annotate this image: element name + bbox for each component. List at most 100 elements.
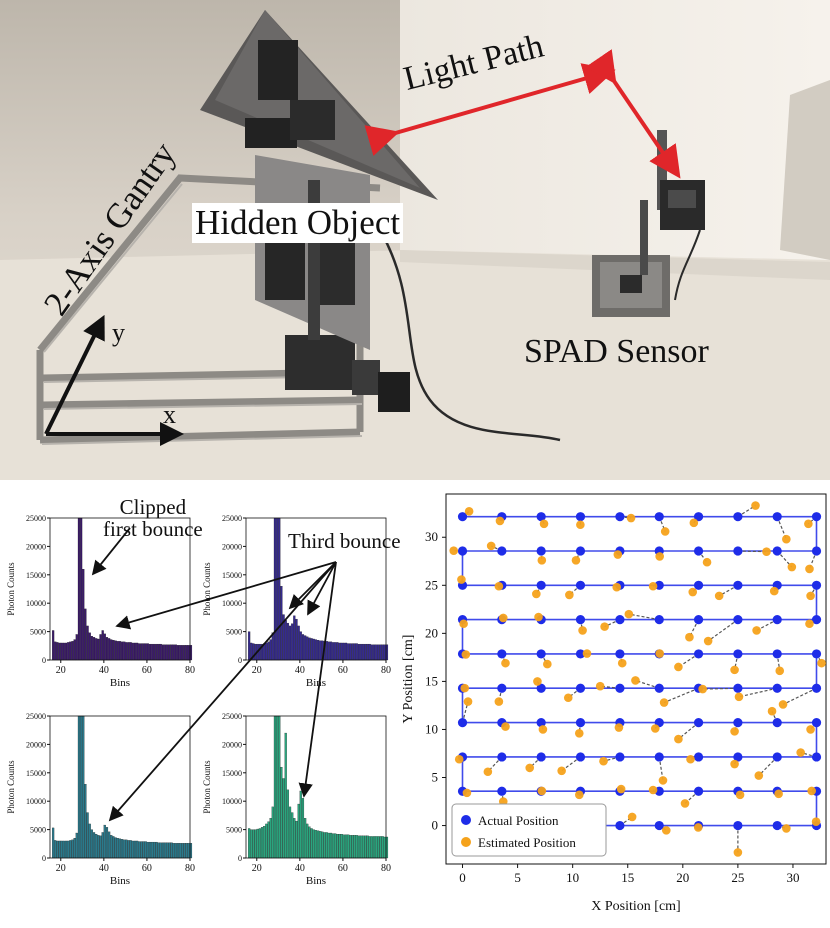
histogram-bar (312, 829, 315, 859)
actual-point (811, 512, 822, 522)
estimated-point (817, 658, 826, 668)
axis-y-label: y (112, 318, 125, 347)
estimated-point (574, 728, 584, 738)
histogram-bar (148, 643, 152, 661)
histogram-bar (327, 641, 330, 661)
histogram-bar (86, 625, 89, 661)
estimated-point (655, 552, 664, 561)
estimated-point (659, 698, 669, 707)
histogram-bar (144, 841, 147, 859)
actual-point (772, 546, 782, 556)
estimated-point (782, 824, 791, 833)
error-link (561, 756, 581, 772)
x-tick-label: 20 (56, 665, 66, 676)
y-tick-label: 15000 (26, 769, 46, 778)
histogram-bar (54, 641, 57, 661)
x-tick-label: 40 (99, 665, 109, 676)
histogram-bar (88, 632, 91, 661)
histogram-bar (347, 643, 350, 661)
histogram-bar (368, 836, 371, 859)
histogram-bar (258, 828, 261, 859)
estimated-point (689, 518, 699, 528)
histogram-bar (334, 833, 337, 859)
y-tick-label: 25000 (222, 514, 242, 523)
estimated-point (534, 612, 543, 622)
actual-point (693, 718, 704, 728)
histogram-bar (97, 835, 100, 859)
histogram-bar (269, 818, 272, 859)
histogram-bar (185, 843, 188, 859)
y-tick-label: 25 (425, 577, 438, 592)
estimated-point (454, 754, 464, 764)
histogram-bar (86, 812, 89, 859)
actual-point (733, 718, 743, 728)
legend-box (451, 803, 607, 857)
actual-point (536, 546, 546, 556)
estimated-point (565, 590, 574, 600)
histogram-bar (301, 634, 305, 661)
x-tick-label: 10 (566, 870, 579, 885)
actual-point (733, 546, 743, 556)
histogram-bar (151, 643, 154, 661)
histogram-bar (353, 835, 356, 859)
histogram-bar (136, 840, 139, 859)
histogram-bar (319, 640, 322, 661)
histogram-frame (49, 715, 191, 859)
histogram-bar (355, 643, 358, 661)
histogram-bar (64, 840, 68, 859)
actual-point (733, 615, 743, 625)
histogram-bar (299, 790, 302, 859)
estimated-point (703, 636, 713, 646)
histogram-bar (375, 644, 378, 661)
histogram-bar (73, 639, 76, 661)
histogram-bar (168, 842, 171, 859)
actual-point (772, 820, 782, 831)
estimated-point (576, 520, 585, 530)
histogram-bar (293, 615, 296, 661)
histogram-bar (284, 732, 287, 859)
actual-point (615, 752, 625, 762)
histogram-bar (56, 840, 59, 859)
y-tick-label: 10000 (26, 797, 46, 806)
histogram-bar (170, 644, 173, 661)
estimated-point (775, 666, 785, 676)
estimated-point (660, 527, 670, 536)
estimated-point (494, 697, 504, 706)
histogram-bar (153, 841, 156, 859)
histogram-bar (82, 568, 85, 661)
histogram-bar (295, 820, 298, 859)
actual-point (693, 649, 704, 659)
histogram-bar (297, 625, 300, 661)
actual-point (693, 512, 704, 522)
histogram-bar (69, 840, 72, 859)
actual-point (575, 752, 586, 762)
histogram-bar (101, 832, 104, 859)
estimated-point (805, 619, 814, 629)
y-tick-label: 5000 (226, 628, 242, 637)
histogram-bar (323, 832, 326, 859)
histogram-bar (67, 642, 70, 661)
y-tick-label: 20 (425, 625, 438, 640)
histogram-bar (377, 644, 380, 661)
histogram-bar (187, 645, 190, 661)
histogram-bar (299, 631, 302, 661)
histogram-bar (142, 841, 145, 859)
actual-point (693, 615, 704, 625)
histogram-bar (151, 841, 154, 859)
estimated-point (648, 581, 658, 591)
histogram-bar (183, 843, 186, 859)
annotation-arrow (307, 561, 337, 616)
actual-point (811, 649, 822, 659)
histogram-bar (99, 835, 102, 859)
histogram-bar (174, 843, 177, 859)
histogram-bar (271, 632, 274, 661)
actual-point (733, 512, 743, 522)
histogram-bar (362, 835, 365, 859)
histogram-bar (286, 789, 289, 859)
actual-point (733, 580, 743, 590)
x-tick-label: 20 (252, 665, 262, 676)
histogram-bar (136, 642, 139, 661)
x-axis-label: Bins (110, 677, 130, 689)
